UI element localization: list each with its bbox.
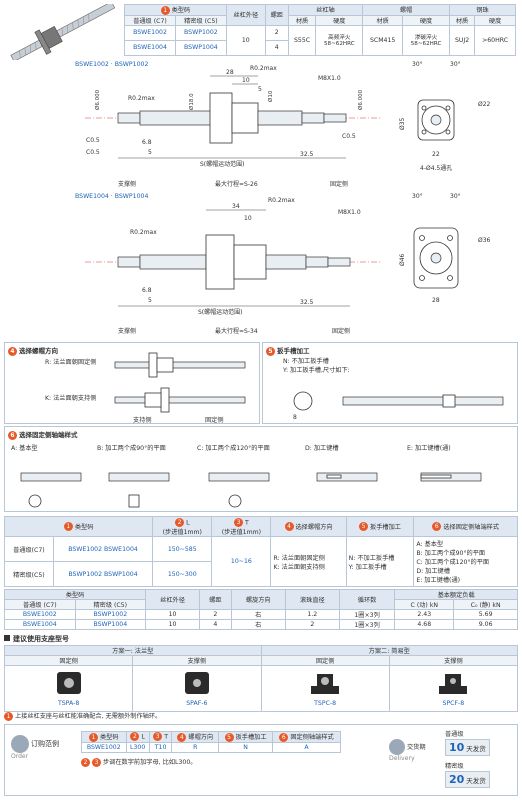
r02-top: R0.2max bbox=[250, 65, 277, 72]
clock-icon bbox=[389, 739, 405, 755]
s-range: S(螺帽运动范围) bbox=[200, 160, 245, 168]
view2-30b: 30° bbox=[450, 193, 461, 200]
support-side: 支撑侧 bbox=[118, 180, 136, 188]
dim2-10: 10 bbox=[244, 215, 252, 222]
d6: Ø6.000 bbox=[94, 89, 101, 110]
drawing2-svg: 34 10 R0.2max R0.2max M8X1.0 6.8 5 S(螺帽运… bbox=[85, 193, 491, 335]
fixed-side-2: 固定侧 bbox=[332, 327, 350, 335]
d5: 5 bbox=[148, 149, 152, 156]
r02-left: R0.2max bbox=[128, 95, 155, 102]
d6-right: Ø6.000 bbox=[357, 89, 364, 110]
sec4-support: 支持侧 bbox=[133, 417, 152, 424]
d68-2: 6.8 bbox=[142, 287, 152, 294]
view2-30a: 30° bbox=[412, 193, 423, 200]
load-row: BSWE1004 BSWP1004 10 4 右 2 1圈×3列 4.68 9.… bbox=[4, 619, 518, 630]
dim-325: 32.5 bbox=[300, 151, 314, 158]
end-c: C: 加工两个成120°的平面 bbox=[197, 445, 270, 452]
view2-d46: Ø46 bbox=[399, 253, 406, 266]
c05-b: C0.5 bbox=[86, 149, 100, 156]
end-a: A: 基本型 bbox=[11, 445, 38, 452]
product-image bbox=[4, 1, 122, 62]
stroke-label-2: 最大行程=S-34 bbox=[215, 327, 258, 335]
delivery-precise: 精密级 20 天发货 bbox=[445, 761, 490, 788]
tspc-image bbox=[311, 674, 340, 694]
order-label: 订购范例 Order bbox=[11, 735, 61, 760]
view1-22: 22 bbox=[432, 151, 440, 158]
dim-28: 28 bbox=[226, 69, 234, 76]
view1-hole: 4-Ø4.5通孔 bbox=[420, 164, 452, 172]
stroke-label: 最大行程=S-26 bbox=[215, 180, 258, 188]
d68: 6.8 bbox=[142, 139, 152, 146]
fixed-side: 固定侧 bbox=[330, 180, 348, 188]
end-d: D: 加工键槽 bbox=[305, 445, 339, 452]
sec4-fixed: 固定侧 bbox=[205, 417, 224, 424]
dim-5: 5 bbox=[258, 86, 262, 93]
support-side-2: 支撑侧 bbox=[118, 327, 136, 335]
load-table: 类型码 丝杠外径 螺距 螺旋方向 滚珠直径 循环数 基本额定负载 普通级 (C7… bbox=[4, 589, 518, 630]
tspa-image bbox=[56, 672, 81, 694]
view2-28: 28 bbox=[432, 297, 440, 304]
load-row: BSWE1002 BSWP1002 10 2 右 1.2 1圈×3列 2.43 … bbox=[4, 609, 518, 620]
view1-30a: 30° bbox=[412, 61, 423, 68]
drawing1-title: BSWE1002 · BSWP1002 bbox=[75, 61, 149, 68]
wrench-dim: 8 bbox=[293, 414, 297, 421]
c05-c: C0.5 bbox=[342, 133, 356, 140]
wrench-n: N: 不加工扳手槽 bbox=[283, 358, 329, 365]
spaf-image bbox=[184, 672, 209, 694]
d18: Ø18.0 bbox=[188, 93, 195, 110]
view1-d22: Ø22 bbox=[478, 101, 491, 108]
view1-30b: 30° bbox=[450, 61, 461, 68]
nut-dir-k: K: 法兰面朝支持侧 bbox=[45, 395, 97, 402]
r02-left-2: R0.2max bbox=[130, 229, 157, 236]
support-table: 方案一: 法兰型 方案二: 简易型 固定侧 支撑侧 固定侧 支撑侧 TSPA-8… bbox=[3, 645, 519, 712]
dim-10: 10 bbox=[242, 77, 250, 84]
support-title: 建议使用支座型号 bbox=[4, 634, 69, 644]
drawing2-title: BSWE1004 · BSWP1004 bbox=[75, 193, 149, 200]
drawing1-svg: 28 10 5 R0.2max R0.2max M8X1.0 Ø6.000 Ø1… bbox=[85, 61, 491, 188]
end-e: E: 加工键槽(通) bbox=[407, 445, 451, 452]
c05-a: C0.5 bbox=[86, 137, 100, 144]
end-b: B: 加工两个成90°的平面 bbox=[97, 445, 166, 452]
nut-dir-r: R: 法兰面朝固定侧 bbox=[45, 359, 97, 366]
m8-thread: M8X1.0 bbox=[318, 75, 341, 82]
dim2-325: 32.5 bbox=[300, 299, 314, 306]
r02-top-2: R0.2max bbox=[268, 197, 295, 204]
d5-2: 5 bbox=[148, 297, 152, 304]
delivery-normal: 普通级 10 天发货 bbox=[445, 729, 490, 756]
cart-icon bbox=[11, 735, 29, 753]
view2-d36: Ø36 bbox=[478, 237, 491, 244]
view1-d35: Ø35 bbox=[399, 117, 406, 130]
wrench-y: Y: 加工扳手槽,尺寸如下: bbox=[283, 367, 350, 374]
s-range-2: S(螺帽运动范围) bbox=[198, 308, 243, 316]
d10: Ø10 bbox=[267, 90, 274, 102]
dim-34: 34 bbox=[232, 203, 240, 210]
m8-thread-2: M8X1.0 bbox=[338, 209, 361, 216]
spcf-image bbox=[439, 674, 468, 694]
